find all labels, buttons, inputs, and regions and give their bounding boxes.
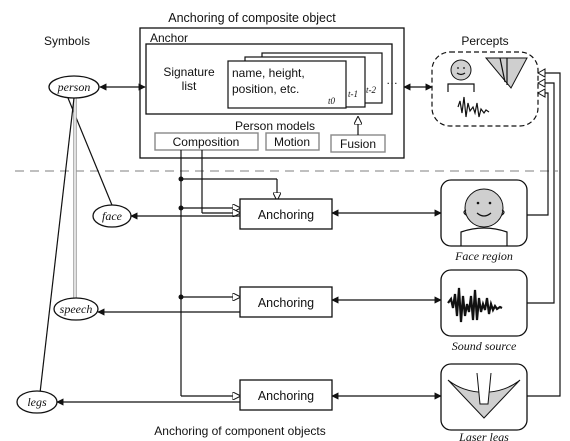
anchoring-box-sound: Anchoring [239,286,333,318]
svg-text:person: person [57,80,91,94]
symbols-header: Symbols [44,34,90,48]
composition-model: Composition [154,132,259,151]
percept-face-icon [447,59,475,92]
signature-label-line2: list [182,79,197,93]
sound-source-panel [440,269,528,337]
svg-text:Fusion: Fusion [340,137,376,151]
anchoring-box-legs: Anchoring [239,379,333,411]
symbol-speech: speech [53,297,99,321]
face-feedback-line [527,92,549,216]
person-models-header: Person models [235,119,315,133]
face-region-caption: Face region [454,249,513,263]
percept-laser-icon [484,57,528,89]
card-text-line1: name, height, [232,66,305,80]
svg-text:legs: legs [27,395,47,409]
legs-feedback-line [527,72,561,397]
svg-text:speech: speech [60,302,93,316]
time-label-t2: t-2 [366,85,376,95]
svg-text:Motion: Motion [274,135,310,149]
laser-legs-panel [440,363,528,431]
percepts-header: Percepts [461,34,508,48]
percept-inlets [536,68,546,98]
sound-feedback-line [527,82,555,304]
symbol-legs: legs [16,390,58,414]
sound-source-caption: Sound source [452,339,517,353]
fusion-model: Fusion [330,134,386,153]
face-region-panel [440,179,528,247]
composite-title: Anchoring of composite object [168,11,336,25]
time-label-t0: t0 [328,96,336,106]
motion-model: Motion [265,132,320,151]
person-legs-link [39,97,75,394]
svg-text:Anchoring: Anchoring [258,296,314,310]
svg-text:Composition: Composition [173,135,240,149]
symbol-face: face [92,204,132,228]
percept-sound-icon [457,96,490,118]
signature-label-line1: Signature [163,65,215,79]
svg-text:face: face [102,209,123,223]
anchor-label: Anchor [150,31,188,45]
card-text-line2: position, etc. [232,82,299,96]
time-label-t1: t-1 [348,89,358,99]
svg-text:Anchoring: Anchoring [258,208,314,222]
signature-card-t0 [227,60,347,109]
symbol-person: person [48,75,100,99]
card-ellipsis: … [386,73,398,87]
component-title: Anchoring of component objects [154,424,325,438]
svg-text:Anchoring: Anchoring [258,389,314,403]
laser-legs-caption: Laser legs [458,430,509,441]
anchoring-box-face: Anchoring [239,198,333,230]
